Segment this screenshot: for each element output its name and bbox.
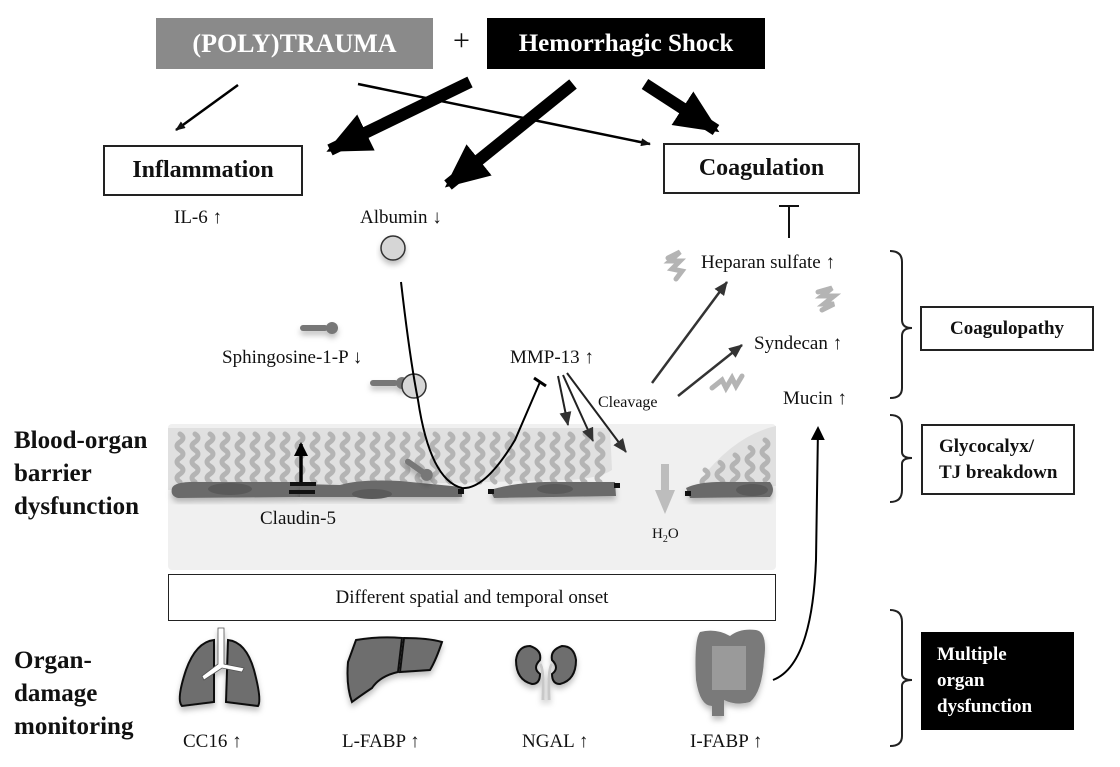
glycocalyx-strand: [474, 431, 486, 485]
glycocalyx-strand: [549, 431, 561, 485]
onset-label: Different spatial and temporal onset: [335, 586, 609, 608]
glycocalyx-strand: [189, 431, 201, 485]
lung-icon: [178, 627, 261, 708]
trauma-to-inflammation-arrow: [175, 83, 239, 132]
organ-marker-intestine: I-FABP ↑: [690, 731, 763, 752]
water-o: O: [667, 526, 679, 542]
mucin-label: Mucin ↑: [783, 388, 847, 409]
coagulation-box: Coagulation: [663, 143, 860, 194]
glycocalyx-strand: [354, 431, 366, 485]
intestine-to-mucin-curve: [772, 426, 825, 681]
coagulopathy-box: Coagulopathy: [920, 306, 1094, 351]
glycocalyx-strand: [249, 431, 261, 485]
shock-box: Hemorrhagic Shock: [487, 18, 765, 69]
claudin-label: Claudin-5: [260, 508, 336, 529]
albumin-leak-curve: [400, 281, 541, 490]
glycocalyx-strand: [279, 431, 291, 485]
albumin-molecule: [380, 235, 406, 261]
glycocalyx-strand: [384, 431, 396, 485]
cleavage-arrows: [650, 281, 743, 397]
glycocalyx-strand: [489, 431, 501, 485]
shock-to-inflammation-arrow: [326, 76, 473, 156]
organ-marker-kidney: NGAL ↑: [522, 731, 589, 752]
glycocalyx-strand: [759, 437, 771, 483]
glycocalyx-strand: [444, 431, 456, 485]
onset-box: Different spatial and temporal onset: [168, 574, 776, 621]
mof-line-1: Multiple: [937, 644, 1007, 665]
glycocalyx-strand: [414, 431, 426, 485]
inflammation-box: Inflammation: [103, 145, 303, 196]
coagulation-label: Coagulation: [698, 155, 825, 181]
glycocalyx-strand: [534, 431, 546, 485]
glycocalyx-strand: [429, 431, 441, 485]
trauma-to-coagulation-arrow: [357, 82, 651, 147]
glycocalyx-strand: [504, 431, 516, 485]
glycocalyx-strand: [309, 431, 321, 485]
glycocalyx-strand: [564, 431, 576, 485]
coagulopathy-label: Coagulopathy: [949, 317, 1065, 339]
glycocalyx-strand: [594, 431, 606, 485]
cleavage-label: Cleavage: [598, 394, 658, 411]
organ-line-3: monitoring: [14, 713, 134, 740]
plus-sign: +: [453, 24, 470, 57]
water-sub: 2: [662, 534, 668, 545]
glycocalyx-strand: [579, 431, 591, 485]
il6-label: IL-6 ↑: [174, 207, 223, 228]
water-h: H: [652, 526, 663, 542]
inflammation-label: Inflammation: [132, 157, 274, 183]
trauma-box: (POLY)TRAUMA: [156, 18, 433, 69]
mmp13-arrows: [557, 372, 627, 453]
shed-fragments: [663, 249, 842, 394]
shock-to-albumin-arrow: [444, 79, 577, 190]
inhibition-bar: [779, 205, 799, 238]
liver-icon: [346, 636, 444, 704]
glycocalyx-layer: [168, 426, 776, 490]
syndecan-label: Syndecan ↑: [754, 333, 843, 354]
glycocalyx-line-1: Glycocalyx/: [939, 435, 1034, 457]
glycocalyx-strand: [729, 452, 741, 490]
albumin-label: Albumin ↓: [360, 207, 442, 228]
endothelial-cells: [171, 480, 773, 499]
glycocalyx-strand: [219, 431, 231, 485]
glycocalyx-strand: [174, 431, 186, 485]
mof-box: Multiple organ dysfunction: [921, 632, 1074, 730]
glycocalyx-strand: [264, 431, 276, 485]
glycocalyx-strand: [399, 431, 411, 485]
barrier-line-2: barrier: [14, 460, 92, 487]
organ-marker-lung: CC16 ↑: [183, 731, 242, 752]
kidney-icon: [514, 644, 578, 701]
organ-marker-liver: L-FABP ↑: [342, 731, 420, 752]
organ-line-1: Organ-: [14, 647, 92, 674]
glycocalyx-strand: [234, 431, 246, 485]
water-label: H2O: [652, 526, 679, 545]
glycocalyx-box: Glycocalyx/ TJ breakdown: [921, 424, 1075, 495]
glycocalyx-brace: [889, 414, 913, 503]
shock-label: Hemorrhagic Shock: [518, 29, 734, 57]
glycocalyx-strand: [204, 431, 216, 485]
organ-line-2: damage: [14, 680, 98, 707]
water-arrow: [655, 464, 675, 514]
shock-to-coagulation-arrow: [641, 78, 720, 136]
s1p-label: Sphingosine-1-P ↓: [222, 347, 363, 368]
glycocalyx-strand: [339, 431, 351, 485]
glycocalyx-strand: [369, 431, 381, 485]
organ-row-label: Organ- damage monitoring: [14, 644, 133, 743]
glycocalyx-strand: [519, 431, 531, 485]
glycocalyx-line-2: TJ breakdown: [939, 461, 1058, 483]
glycocalyx-strand: [459, 431, 471, 485]
mof-brace: [889, 609, 913, 747]
heparan-label: Heparan sulfate ↑: [701, 252, 835, 273]
mmp13-label: MMP-13 ↑: [510, 347, 594, 368]
glycocalyx-strand: [744, 445, 756, 490]
barrier-line-1: Blood-organ: [14, 427, 148, 454]
mof-line-3: dysfunction: [937, 696, 1033, 717]
coagulopathy-brace: [889, 250, 913, 399]
barrier-line-3: dysfunction: [14, 493, 140, 520]
glycocalyx-strand: [324, 431, 336, 485]
mof-line-2: organ: [937, 670, 985, 691]
intestine-icon: [695, 629, 765, 716]
barrier-row-label: Blood-organ barrier dysfunction: [14, 424, 147, 523]
trauma-label: (POLY)TRAUMA: [192, 28, 397, 58]
